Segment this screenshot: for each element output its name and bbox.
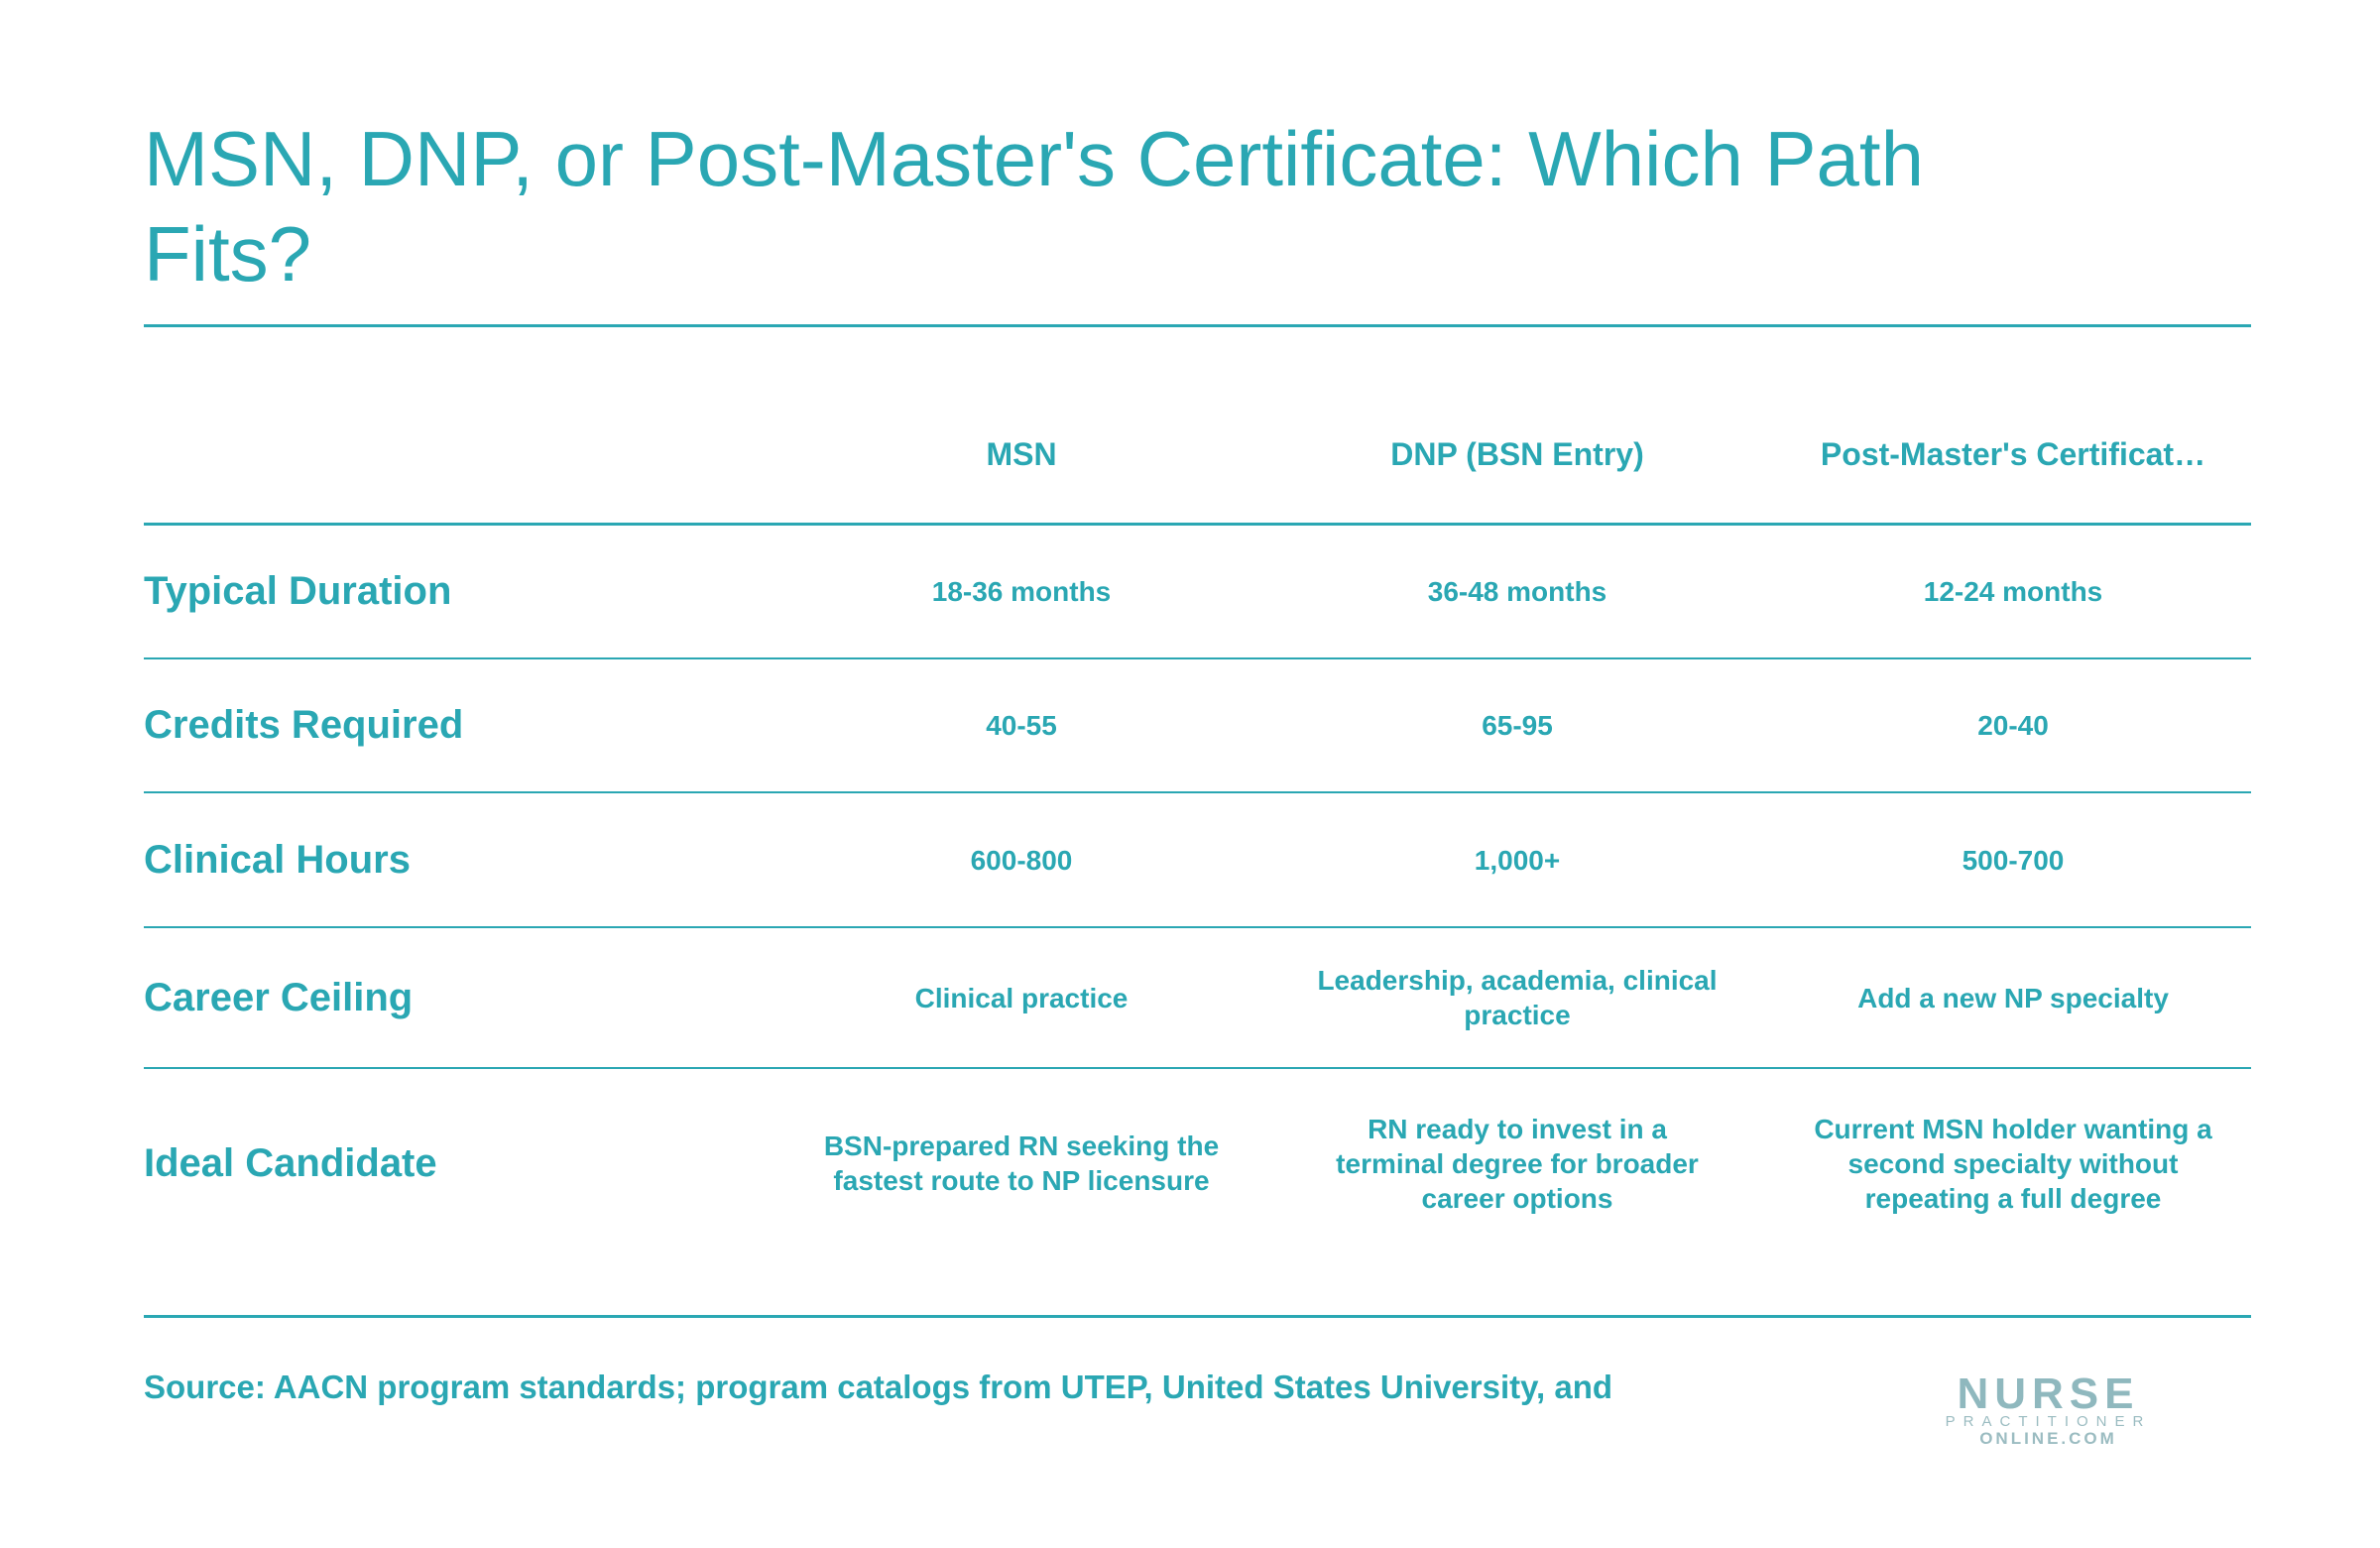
table-cell: 500-700: [1765, 793, 2261, 926]
table-cell: 600-800: [774, 793, 1269, 926]
column-header-post-masters: Post-Master's Certificat…: [1820, 436, 2206, 472]
row-divider: [144, 926, 2251, 928]
row-label-ideal-candidate: Ideal Candidate: [144, 1140, 437, 1185]
table-cell: 36-48 months: [1269, 526, 1765, 656]
table-cell: BSN-prepared RN seeking the fastest rout…: [813, 1069, 1230, 1257]
cell-text: Clinical practice: [914, 982, 1129, 1013]
table-cell: 18-36 months: [774, 526, 1269, 656]
logo-line-1: NURSE: [1957, 1369, 2140, 1418]
cell-text: 1,000+: [1474, 844, 1561, 876]
cell-text: 65-95: [1482, 709, 1553, 741]
cell-text: Leadership, academia, clinical practice: [1317, 965, 1718, 1030]
row-label-clinical-hours: Clinical Hours: [144, 837, 411, 882]
table-cell: 12-24 months: [1765, 526, 2261, 656]
cell-text: Add a new NP specialty: [1857, 982, 2169, 1013]
table-cell: Clinical practice: [774, 928, 1269, 1067]
logo-line-3: ONLINE.COM: [1979, 1429, 2117, 1448]
cell-text: 36-48 months: [1427, 575, 1607, 607]
cell-text: Current MSN holder wanting a second spec…: [1814, 1113, 2212, 1214]
table-cell: 1,000+: [1269, 793, 1765, 926]
cell-text: 40-55: [986, 709, 1057, 741]
table-cell: 20-40: [1765, 659, 2261, 790]
row-label-typical-duration: Typical Duration: [144, 568, 452, 613]
table-cell: Current MSN holder wanting a second spec…: [1795, 1069, 2231, 1257]
page-title: MSN, DNP, or Post-Master's Certificate: …: [144, 115, 1924, 298]
table-bottom-divider: [144, 1315, 2251, 1318]
cell-text: 18-36 months: [931, 575, 1112, 607]
row-divider: [144, 791, 2251, 793]
source-note: Source: AACN program standards; program …: [144, 1369, 1613, 1405]
table-cell: RN ready to invest in a terminal degree …: [1319, 1069, 1716, 1257]
cell-text: 500-700: [1962, 844, 2065, 876]
column-header-dnp: DNP (BSN Entry): [1390, 436, 1644, 472]
cell-text: 12-24 months: [1923, 575, 2103, 607]
column-header-msn: MSN: [986, 436, 1057, 472]
cell-text: BSN-prepared RN seeking the fastest rout…: [823, 1131, 1220, 1196]
nurse-practitioner-online-logo: NURSE PRACTITIONER ONLINE.COM: [1902, 1369, 2195, 1448]
cell-text: RN ready to invest in a terminal degree …: [1336, 1113, 1699, 1214]
table-cell: 65-95: [1269, 659, 1765, 790]
logo-line-2: PRACTITIONER: [1945, 1413, 2152, 1430]
row-label-career-ceiling: Career Ceiling: [144, 975, 414, 1019]
table-cell: Leadership, academia, clinical practice: [1309, 928, 1726, 1067]
cell-text: 600-800: [970, 844, 1073, 876]
row-divider: [144, 1067, 2251, 1069]
cell-text: 20-40: [1977, 709, 2049, 741]
row-divider: [144, 657, 2251, 659]
table-cell: Add a new NP specialty: [1765, 928, 2261, 1067]
table-cell: 40-55: [774, 659, 1269, 790]
title-divider: [144, 324, 2251, 327]
header-divider: [144, 523, 2251, 526]
row-label-credits-required: Credits Required: [144, 702, 464, 747]
